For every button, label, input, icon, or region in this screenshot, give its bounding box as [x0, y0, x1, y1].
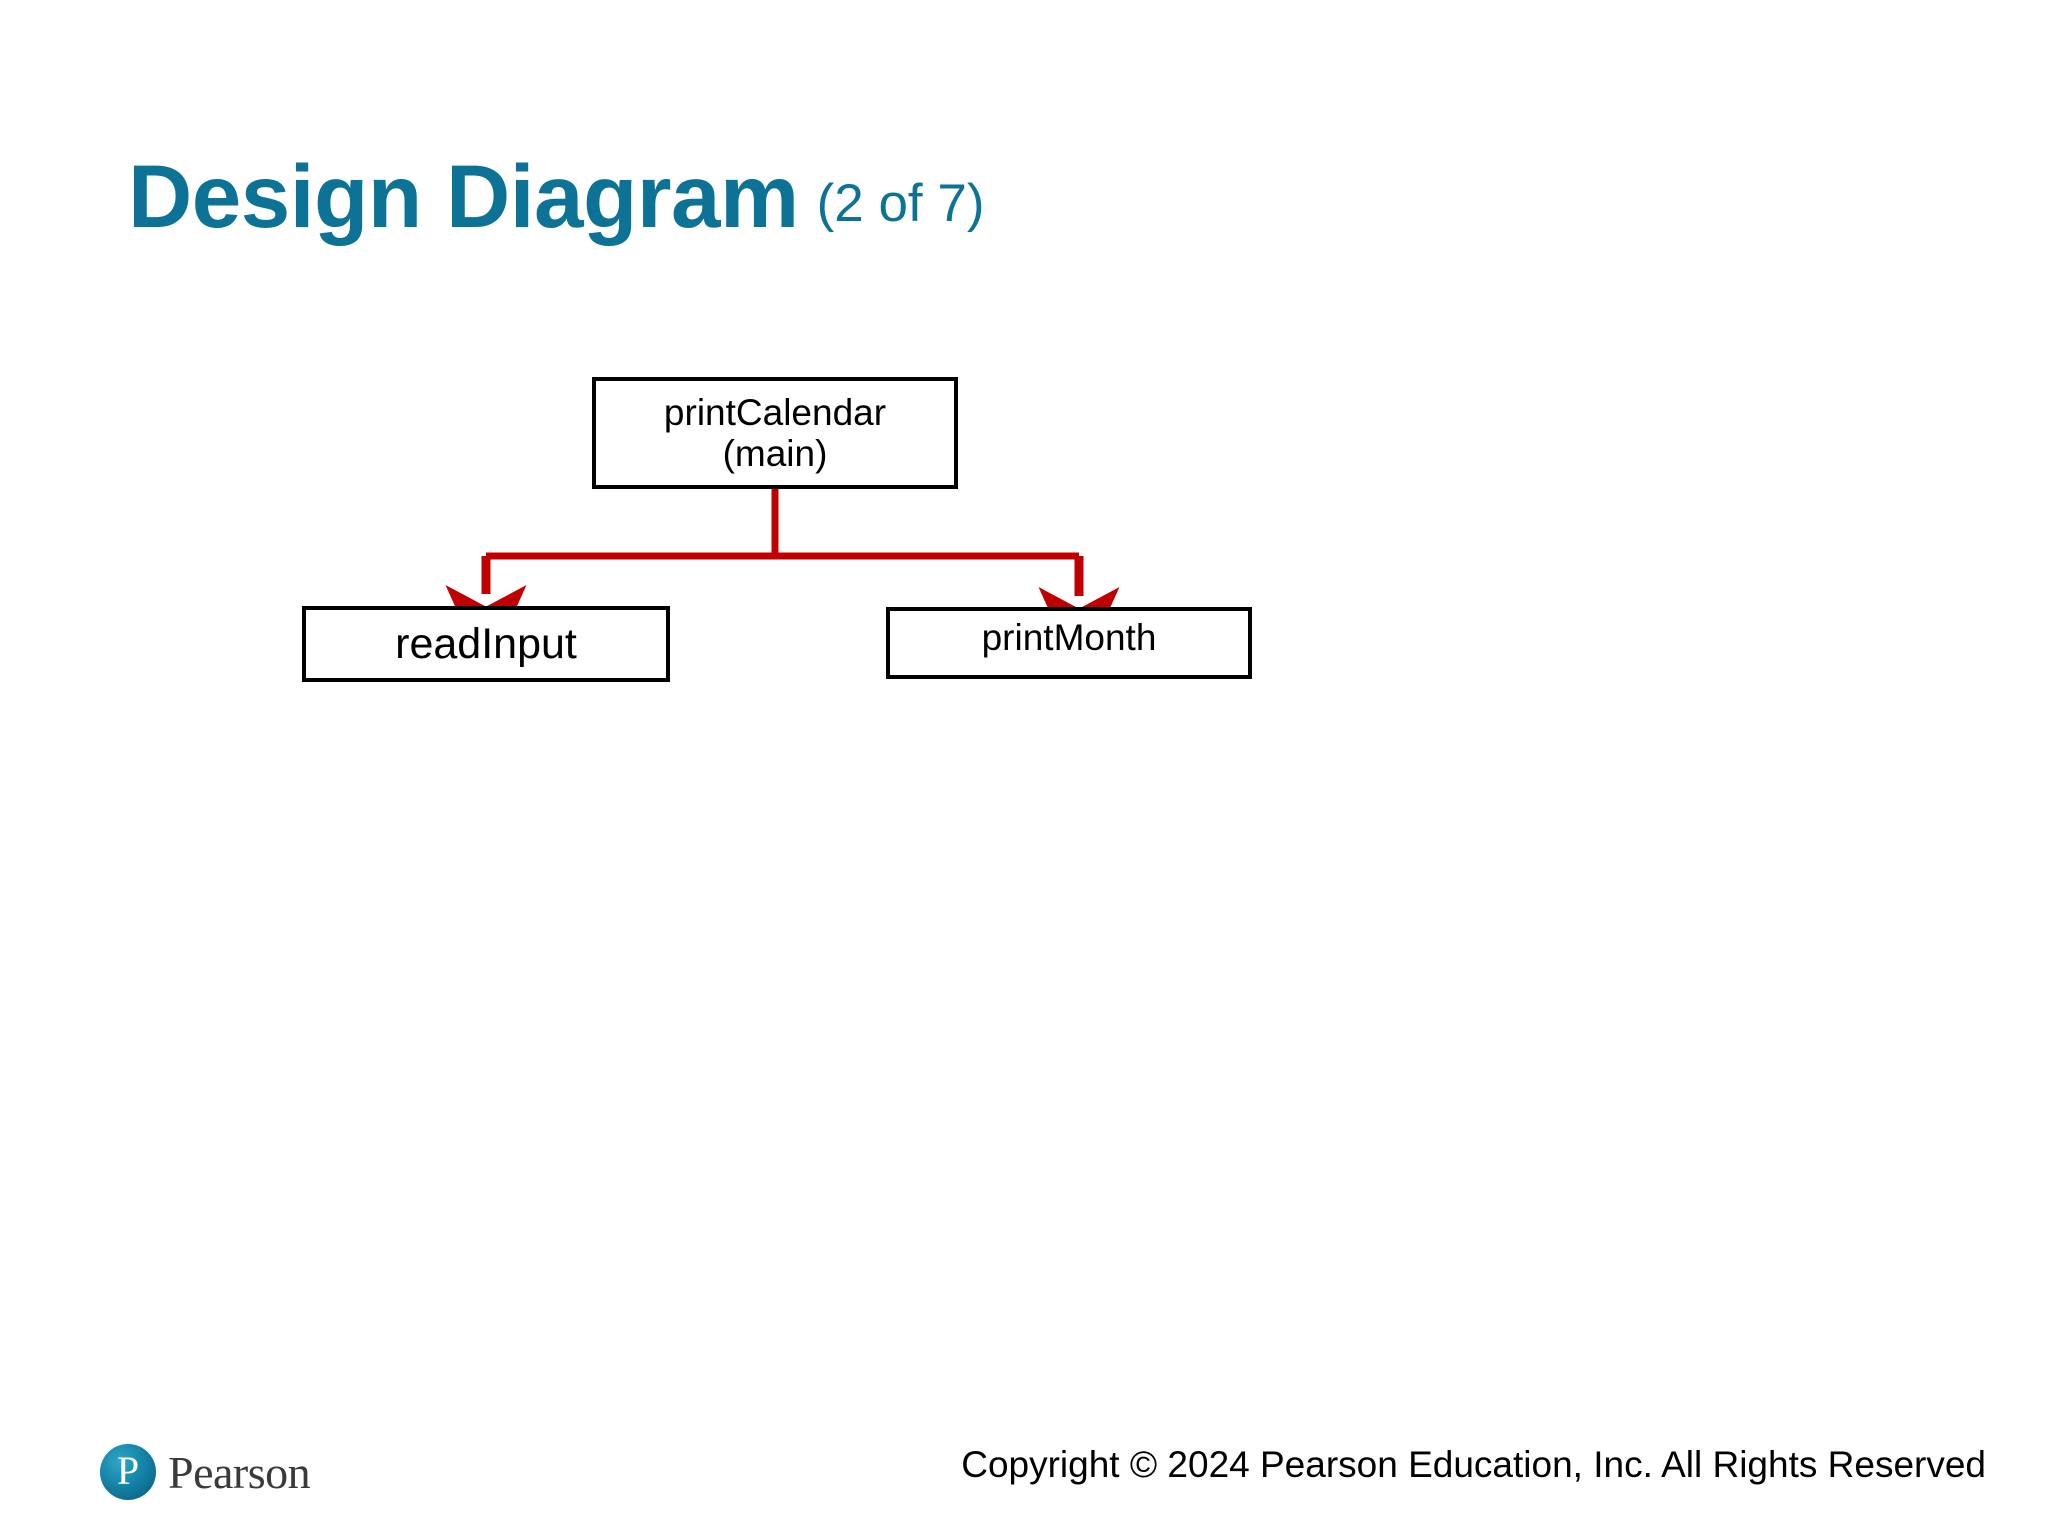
page-title-text: Design Diagram [128, 146, 799, 246]
page-title-counter: (2 of 7) [816, 174, 985, 233]
pearson-p-glyph: P [116, 1448, 140, 1493]
diagram-node-readinput[interactable]: readInput [302, 606, 670, 682]
diagram-node-label: printCalendar (main) [663, 391, 887, 474]
pearson-roundel-icon: P [100, 1444, 156, 1500]
copyright-notice: Copyright © 2024 Pearson Education, Inc.… [961, 1444, 1986, 1485]
pearson-wordmark: Pearson [168, 1446, 311, 1498]
diagram-node-printmonth[interactable]: printMonth [886, 607, 1252, 679]
diagram-node-label: printMonth [981, 617, 1157, 658]
diagram-node-label: readInput [395, 619, 577, 668]
page-title: Design Diagram(2 of 7) [128, 152, 985, 241]
diagram-node-printcalendar-main[interactable]: printCalendar (main) [592, 377, 958, 489]
pearson-logo: P Pearson [100, 1440, 311, 1504]
